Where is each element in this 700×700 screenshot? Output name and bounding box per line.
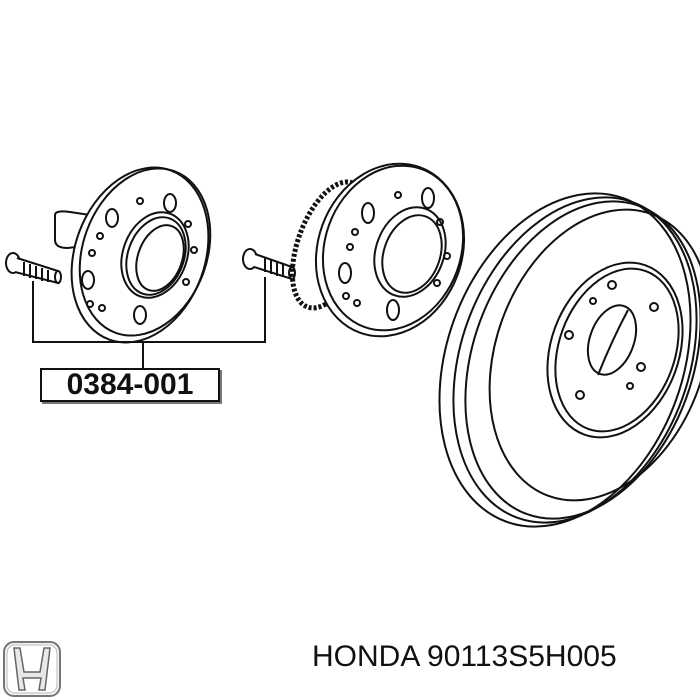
wheel-bolt-left bbox=[5, 252, 62, 285]
callout-lines bbox=[32, 277, 266, 368]
hub-bearing-with-abs-ring bbox=[289, 162, 466, 338]
brand-part-number: HONDA 90113S5H005 bbox=[312, 640, 617, 673]
brake-drum bbox=[438, 192, 700, 528]
part-number-label: 0384-001 bbox=[40, 368, 220, 402]
wheel-bolt-right bbox=[242, 248, 296, 281]
honda-h-logo-icon bbox=[3, 641, 61, 697]
hub-flange bbox=[54, 166, 212, 344]
